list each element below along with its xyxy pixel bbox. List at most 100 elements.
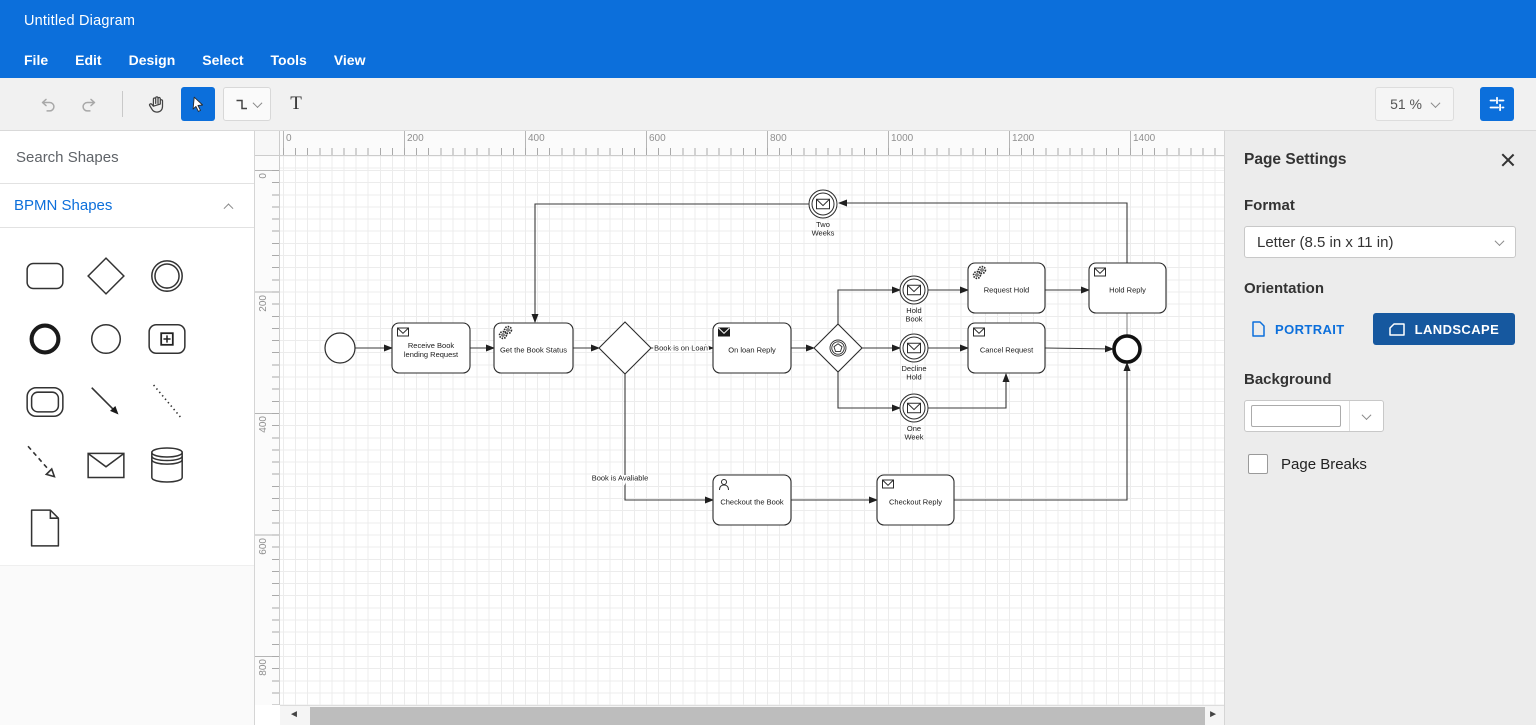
shape-palette: [0, 228, 254, 559]
text-tool-button[interactable]: T: [279, 87, 313, 121]
task-label: Hold Reply: [1109, 286, 1146, 295]
menu-view[interactable]: View: [333, 52, 366, 68]
connector[interactable]: [838, 199, 1128, 263]
gateway-loan[interactable]: [598, 321, 652, 375]
portrait-button[interactable]: PORTRAIT: [1244, 315, 1353, 343]
page-settings-button[interactable]: [1480, 87, 1514, 121]
palette-shape-bpmn-gateway[interactable]: [75, 244, 136, 307]
task-checkout-book[interactable]: Checkout the Book: [712, 474, 792, 526]
palette-shape-bpmn-task[interactable]: [14, 244, 75, 307]
horizontal-scrollbar[interactable]: ◄ ►: [280, 705, 1224, 725]
palette-shape-bpmn-start-event[interactable]: [75, 307, 136, 370]
connector[interactable]: [837, 286, 901, 324]
h-ruler-label: 200: [407, 133, 424, 144]
palette-shape-bpmn-end-event[interactable]: [14, 307, 75, 370]
bpmn-shapes-section-header[interactable]: BPMN Shapes: [0, 184, 254, 228]
page-breaks-checkbox[interactable]: [1248, 454, 1268, 474]
connector-label: Book is Avaliable: [592, 474, 649, 483]
palette-shape-bpmn-sequence-flow[interactable]: [75, 370, 136, 433]
task-label: Cancel Request: [980, 346, 1034, 355]
task-on-loan-reply[interactable]: On loan Reply: [712, 322, 792, 374]
h-ruler-label: 400: [528, 133, 545, 144]
palette-shape-bpmn-intermediate-event[interactable]: [136, 244, 197, 307]
end-event[interactable]: [1112, 334, 1142, 364]
connector[interactable]: [928, 373, 1010, 409]
scrollbar-thumb[interactable]: [310, 707, 1205, 725]
palette-shape-bpmn-subprocess[interactable]: [136, 307, 197, 370]
palette-shape-bpmn-data-object[interactable]: [14, 496, 75, 559]
ruler-corner: [255, 131, 280, 156]
scroll-right-arrow[interactable]: ►: [1208, 709, 1218, 720]
palette-shape-bpmn-data-store[interactable]: [136, 433, 197, 496]
palette-shape-bpmn-association[interactable]: [136, 370, 197, 433]
bpmn-gateway-icon: [86, 256, 125, 295]
palette-shape-bpmn-message[interactable]: [75, 433, 136, 496]
task-checkout-reply[interactable]: Checkout Reply: [876, 474, 955, 526]
v-ruler-label: 200: [258, 294, 269, 312]
menu-select[interactable]: Select: [202, 52, 244, 68]
document-title: Untitled Diagram: [24, 13, 136, 29]
sidebar-footer-area: [0, 565, 254, 725]
h-ruler-label: 0: [286, 133, 292, 144]
connector[interactable]: [624, 374, 714, 504]
format-value: Letter (8.5 in x 11 in): [1257, 233, 1394, 251]
connector-tool-button[interactable]: [223, 87, 271, 121]
h-ruler-label: 600: [649, 133, 666, 144]
bpmn-end-event-icon: [29, 323, 60, 354]
pointer-tool-button[interactable]: [181, 87, 215, 121]
redo-button[interactable]: [72, 87, 106, 121]
palette-shape-bpmn-transaction[interactable]: [14, 370, 75, 433]
zoom-dropdown[interactable]: 51 %: [1375, 87, 1454, 121]
bpmn-shapes-title: BPMN Shapes: [14, 197, 113, 214]
chevron-down-icon: [1430, 97, 1441, 108]
connector[interactable]: [531, 203, 809, 323]
connector[interactable]: [837, 372, 901, 412]
menu-design[interactable]: Design: [128, 52, 176, 68]
search-shapes-wrap: [0, 131, 254, 184]
format-dropdown[interactable]: Letter (8.5 in x 11 in): [1244, 226, 1516, 258]
connector[interactable]: [954, 362, 1131, 501]
start-event[interactable]: [324, 332, 356, 364]
task-get-book-status[interactable]: Get the Book Status: [493, 322, 574, 374]
shapes-sidebar: BPMN Shapes: [0, 131, 255, 725]
pointer-icon: [192, 96, 204, 112]
pan-tool-button[interactable]: [139, 87, 173, 121]
h-ruler-label: 800: [770, 133, 787, 144]
menu-tools[interactable]: Tools: [270, 52, 307, 68]
menu-edit[interactable]: Edit: [75, 52, 102, 68]
close-icon[interactable]: [1500, 152, 1516, 168]
background-color-swatch[interactable]: [1251, 405, 1341, 427]
hand-icon: [148, 95, 163, 113]
background-color-dropdown[interactable]: [1349, 401, 1383, 431]
connector[interactable]: [1044, 345, 1114, 353]
palette-shape-bpmn-message-flow[interactable]: [14, 433, 75, 496]
menu-file[interactable]: File: [24, 52, 49, 68]
task-request-hold[interactable]: Request Hold: [967, 262, 1046, 314]
zoom-value: 51 %: [1390, 96, 1422, 112]
bpmn-intermediate-event-icon: [150, 259, 183, 292]
task-cancel-request[interactable]: Cancel Request: [967, 322, 1046, 374]
task-hold-reply[interactable]: Hold Reply: [1088, 262, 1167, 314]
bpmn-data-store-icon: [150, 446, 183, 483]
bpmn-data-object-icon: [30, 508, 59, 547]
scroll-left-arrow[interactable]: ◄: [289, 709, 299, 720]
gateway-event[interactable]: [813, 323, 863, 373]
bpmn-sequence-flow-icon: [90, 386, 118, 414]
landscape-button[interactable]: LANDSCAPE: [1372, 313, 1516, 345]
search-shapes-input[interactable]: [16, 148, 238, 166]
undo-button[interactable]: [30, 87, 64, 121]
chevron-down-icon: [1494, 235, 1505, 246]
v-ruler-label: 600: [258, 537, 269, 555]
